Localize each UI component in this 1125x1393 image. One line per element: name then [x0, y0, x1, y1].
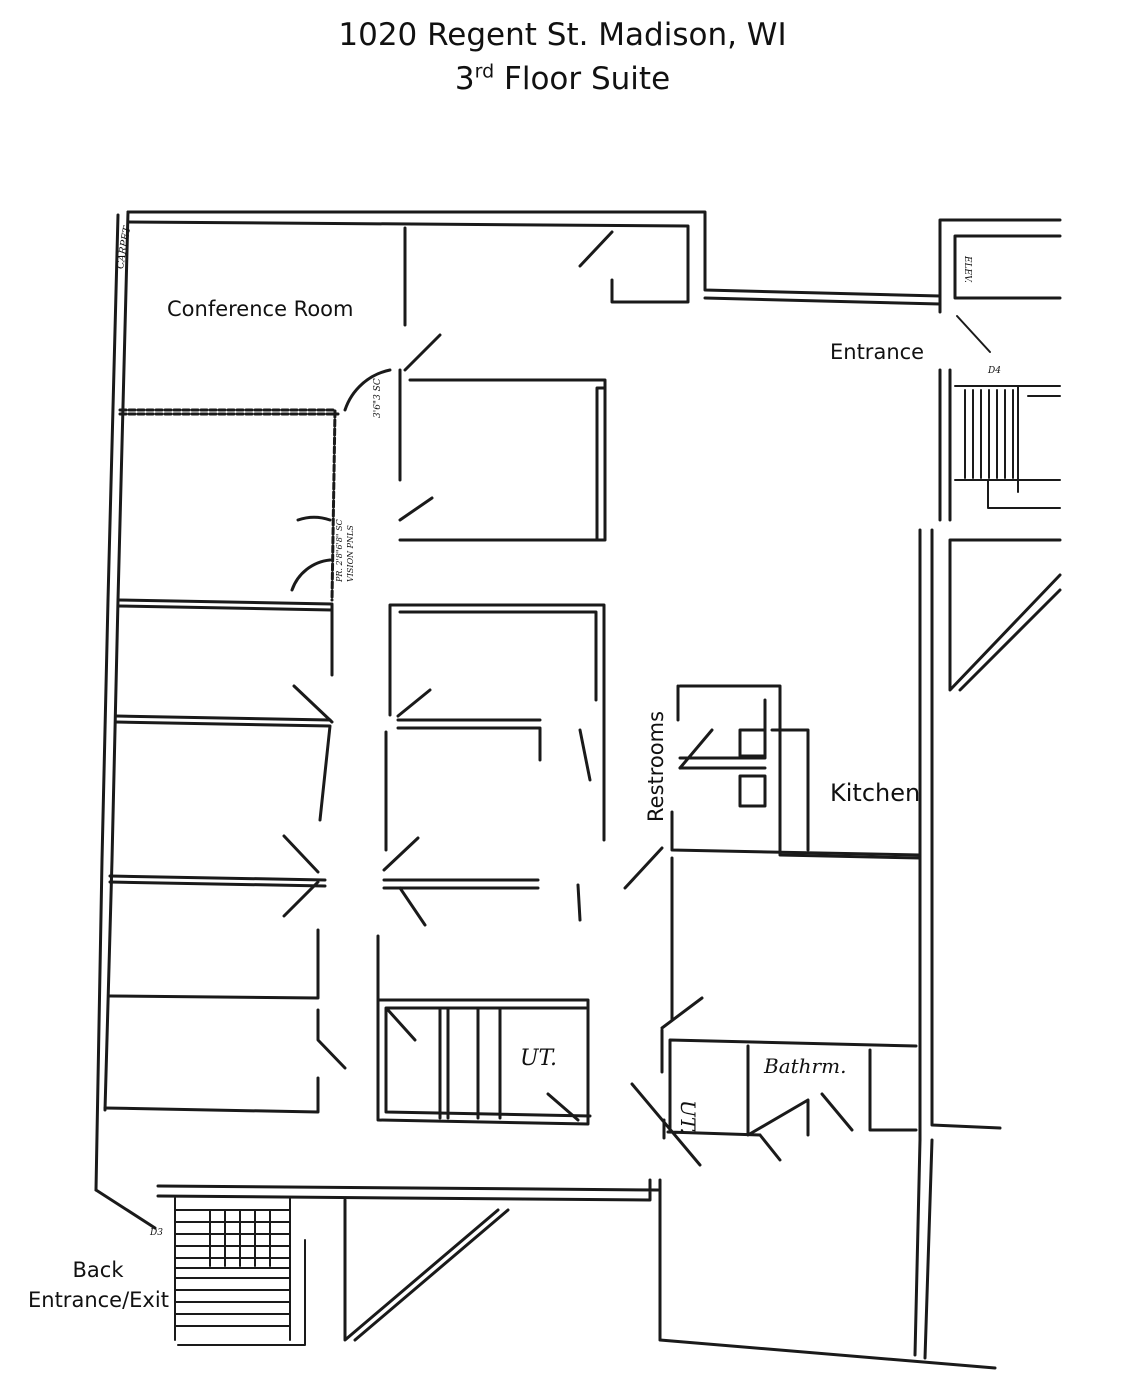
- center-offices-walls: [376, 603, 606, 1126]
- plan-subtitle: 3rd Floor Suite: [0, 60, 1125, 97]
- stair-tag-top: D4: [988, 366, 1001, 376]
- utility-note-left: UT.: [520, 1046, 557, 1071]
- floor-number: 3: [454, 61, 475, 97]
- floor-suffix: rd: [474, 60, 495, 83]
- outer-walls: [94, 210, 1062, 1370]
- door-note-conference: 3'6"3 SC: [373, 378, 383, 418]
- entrance-label: Entrance: [830, 340, 925, 364]
- bathroom-note: Bathrm.: [764, 1054, 847, 1078]
- back-entrance-label: Back Entrance/Exit: [28, 1255, 169, 1315]
- door-note-vision: VISION PNLS: [346, 525, 355, 582]
- back-entrance-line1: Back: [72, 1258, 124, 1282]
- kitchen-label: Kitchen: [830, 779, 921, 807]
- stair-tag-back: D3: [150, 1228, 163, 1238]
- elevator-note: ELEV.: [962, 256, 972, 283]
- utility-note-right: UT.: [676, 1100, 700, 1134]
- plan-title: 1020 Regent St. Madison, WI: [338, 17, 787, 53]
- right-rooms-walls: [623, 684, 922, 1167]
- stairs-top: [954, 315, 1061, 509]
- conference-room-walls: [118, 226, 614, 602]
- conference-room-label: Conference Room: [167, 297, 354, 321]
- door-note-pair: PR. 2'8"6'8" SC: [335, 519, 344, 582]
- left-offices-walls: [103, 598, 347, 1114]
- stairs-back: [174, 1197, 306, 1346]
- back-entrance-line2: Entrance/Exit: [28, 1288, 169, 1312]
- floor-label: Floor Suite: [494, 61, 671, 97]
- restrooms-label: Restrooms: [644, 710, 668, 822]
